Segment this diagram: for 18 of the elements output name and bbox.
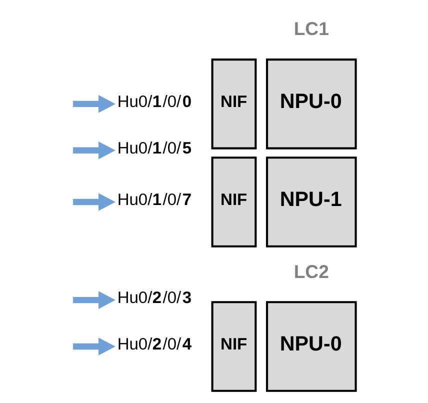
- node-box: NIF: [211, 300, 257, 392]
- arrow: [73, 337, 116, 355]
- node-text: Hu0/1/0/7: [117, 190, 192, 208]
- label: LC1: [294, 18, 329, 39]
- arrow: [73, 290, 116, 308]
- node-text: Hu0/2/0/4: [117, 334, 192, 353]
- node-box: NIF: [211, 156, 257, 247]
- label: LC2: [294, 260, 329, 282]
- arrow: [73, 192, 116, 210]
- node-text: Hu0/1/0/5: [117, 138, 192, 157]
- arrow: [73, 140, 116, 159]
- node-box: NPU-0: [266, 58, 357, 149]
- node-box: NIF: [211, 58, 257, 149]
- node-box: NPU-1: [266, 156, 357, 247]
- node-text: Hu0/2/0/3: [117, 288, 192, 306]
- node-text: Hu0/1/0/0: [117, 92, 192, 110]
- node-box: NPU-0: [266, 300, 357, 392]
- arrow: [73, 94, 116, 112]
